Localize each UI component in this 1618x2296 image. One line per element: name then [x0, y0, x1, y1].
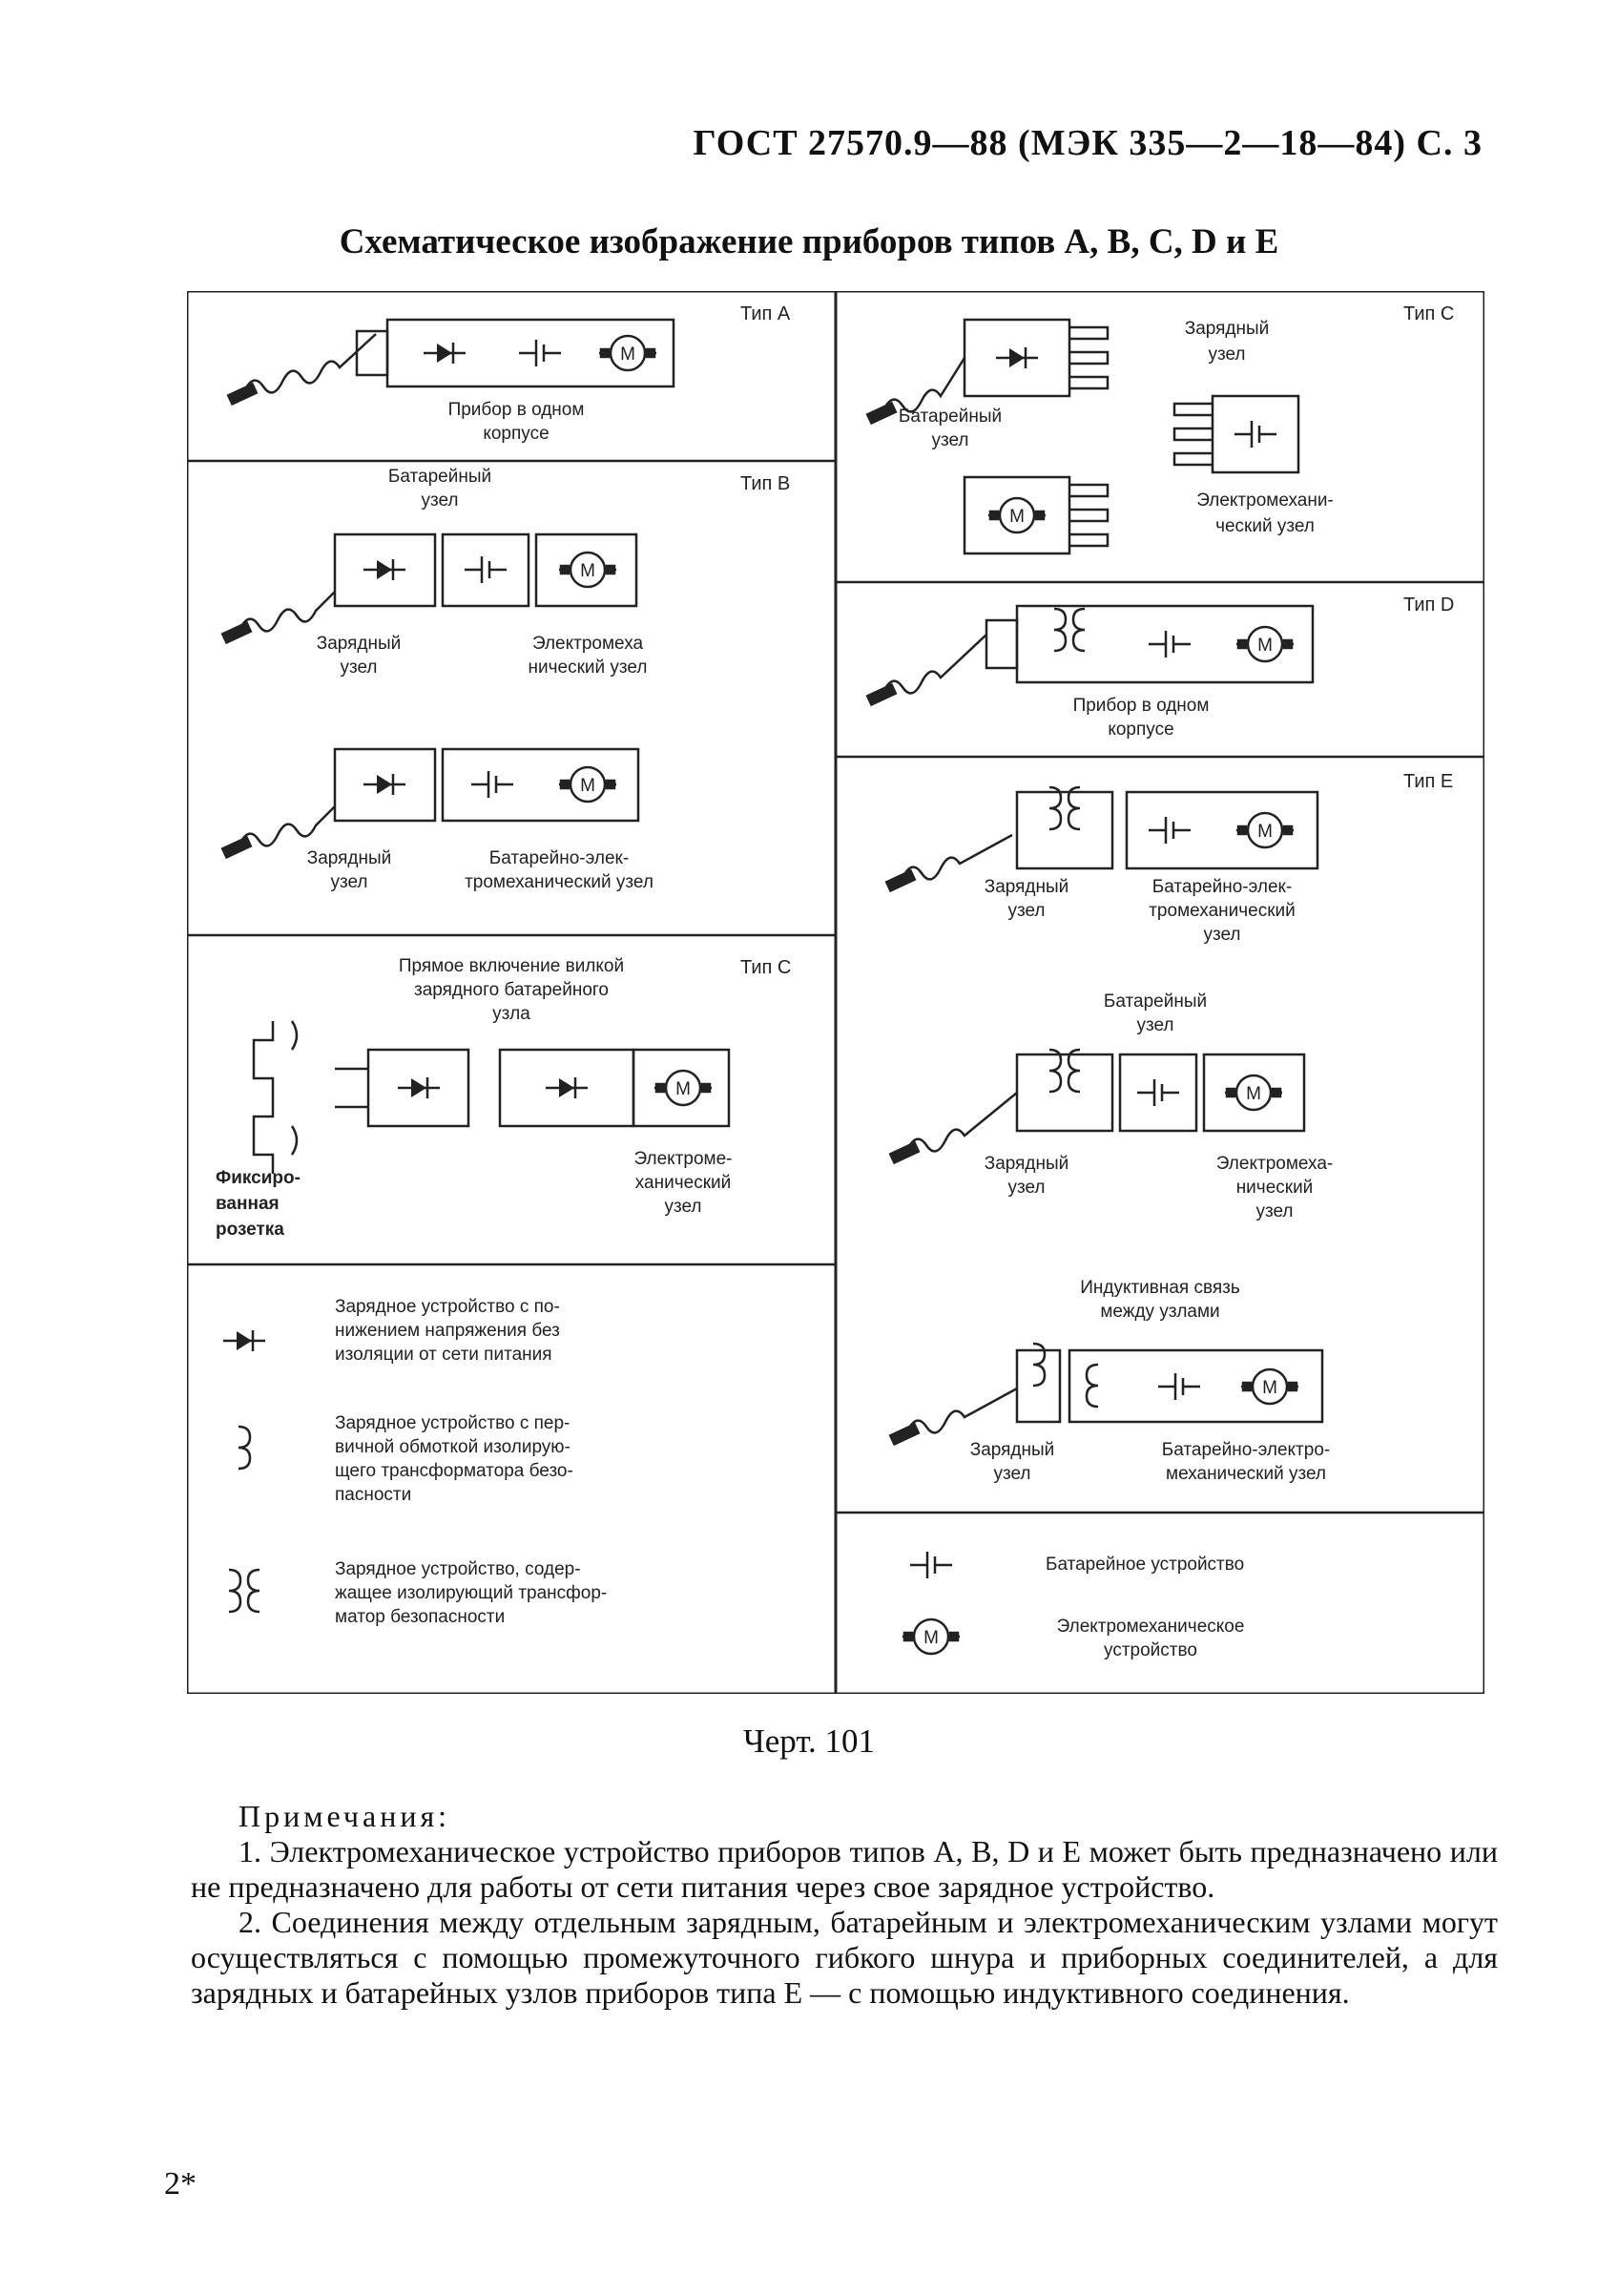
svg-text:узел: узел	[1208, 344, 1245, 365]
type-c-plug-diagram: Тип С Прямое включение вилкой зарядного …	[216, 956, 791, 1240]
svg-text:Тип А: Тип А	[740, 303, 791, 324]
svg-text:жащее изолирующий транcфор-: жащее изолирующий транcфор-	[335, 1583, 607, 1603]
figure-caption: Черт. 101	[743, 1722, 875, 1760]
svg-text:щего трансформатора безо-: щего трансформатора безо-	[335, 1461, 573, 1481]
svg-text:узел: узел	[1255, 1201, 1293, 1221]
svg-text:зарядного батарейного: зарядного батарейного	[414, 980, 609, 1000]
notes-section: Примечания: 1. Электромеханическое устро…	[191, 1799, 1498, 2011]
svg-text:Электромеханическое: Электромеханическое	[1057, 1617, 1245, 1637]
type-a-diagram: Тип А Прибор в одном корпусе М	[226, 303, 791, 444]
svg-text:Тип Е: Тип Е	[1403, 771, 1453, 792]
type-e-diagram: Тип Е Зарядный узел Батарейно-элек- тром…	[884, 771, 1453, 1484]
svg-text:узел: узел	[1007, 901, 1045, 921]
svg-text:пасности: пасности	[335, 1485, 411, 1505]
svg-text:узел: узел	[330, 872, 367, 892]
svg-text:корпусе: корпусе	[483, 424, 549, 444]
svg-text:тромеханический: тромеханический	[1149, 901, 1296, 921]
note-2: 2. Соединения между отдельным зарядным, …	[191, 1905, 1498, 2010]
svg-text:узла: узла	[492, 1004, 530, 1024]
svg-text:Зарядное устройство с пер-: Зарядное устройство с пер-	[335, 1413, 570, 1433]
svg-text:между узлами: между узлами	[1100, 1302, 1219, 1322]
svg-text:Тип D: Тип D	[1403, 595, 1454, 616]
svg-text:розетка: розетка	[216, 1220, 284, 1240]
figure-title: Схематическое изображение приборов типов…	[339, 222, 1279, 261]
svg-text:Батарейное устройство: Батарейное устройство	[1046, 1555, 1244, 1575]
svg-text:ванная: ванная	[216, 1194, 280, 1214]
svg-text:ханический: ханический	[635, 1173, 731, 1193]
motor-icon-letter: М	[923, 1628, 939, 1648]
svg-text:узел: узел	[421, 491, 458, 511]
svg-text:Фиксиро-: Фиксиро-	[216, 1168, 301, 1188]
svg-text:Батарейно-электро-: Батарейно-электро-	[1162, 1440, 1330, 1460]
svg-text:Батарейный: Батарейный	[388, 467, 491, 487]
motor-icon-letter: М	[1246, 1084, 1261, 1104]
svg-text:нижением напряжения без: нижением напряжения без	[335, 1321, 560, 1341]
svg-text:нический: нический	[1236, 1178, 1314, 1198]
svg-text:Тип С: Тип С	[740, 957, 791, 978]
svg-text:Тип В: Тип В	[740, 473, 790, 494]
svg-text:Зарядный: Зарядный	[307, 848, 392, 868]
svg-text:корпусе: корпусе	[1108, 720, 1173, 740]
svg-text:Батарейный: Батарейный	[899, 407, 1002, 427]
page-number: 2*	[164, 2166, 197, 2202]
svg-text:нический узел: нический узел	[529, 657, 648, 678]
svg-text:Батарейно-элек-: Батарейно-элек-	[489, 848, 629, 868]
svg-text:Индуктивная связь: Индуктивная связь	[1080, 1278, 1240, 1298]
notes-heading: Примечания:	[239, 1799, 451, 1833]
svg-text:Электроме-: Электроме-	[634, 1149, 733, 1169]
motor-icon-letter: М	[675, 1079, 691, 1099]
svg-text:узел: узел	[993, 1464, 1030, 1484]
legend-left: Зарядное устройство с по- нижением напря…	[221, 1297, 607, 1627]
motor-icon-letter: М	[620, 344, 635, 365]
legend-right: Батарейное устройство Электромеханическо…	[901, 1550, 1245, 1660]
document-header: ГОСТ 27570.9—88 (МЭК 335—2—18—84) С. 3	[693, 123, 1483, 163]
svg-text:узел: узел	[340, 657, 377, 678]
svg-text:Зарядный: Зарядный	[1185, 319, 1270, 339]
motor-icon-letter: М	[1257, 822, 1273, 842]
svg-text:Зарядное устройство, содер-: Зарядное устройство, содер-	[335, 1559, 581, 1579]
note-1: 1. Электромеханическое устройство прибор…	[191, 1834, 1498, 1904]
svg-text:Электромеха: Электромеха	[532, 634, 644, 654]
svg-text:Электромеха-: Электромеха-	[1216, 1154, 1333, 1174]
svg-text:Зарядный: Зарядный	[317, 634, 402, 654]
svg-text:Зарядный: Зарядный	[985, 877, 1069, 897]
svg-text:узел: узел	[1136, 1015, 1173, 1035]
svg-text:Прибор в одном: Прибор в одном	[448, 400, 585, 420]
svg-text:устройство: устройство	[1104, 1640, 1197, 1660]
svg-text:Зарядный: Зарядный	[985, 1154, 1069, 1174]
svg-text:изоляции от сети питания: изоляции от сети питания	[335, 1345, 552, 1365]
motor-icon-letter: М	[1262, 1378, 1277, 1398]
type-b-diagram: Тип В Батарейный узел Зарядный узел Элек…	[220, 467, 790, 892]
svg-text:Прибор в одном: Прибор в одном	[1073, 696, 1210, 716]
svg-text:узел: узел	[1007, 1178, 1045, 1198]
type-c-separate-diagram: Тип С Зарядный узел Батарейный узел Элек…	[865, 303, 1454, 555]
schematic-figure: Тип А Прибор в одном корпусе М Тип В Бат…	[185, 289, 1486, 1696]
motor-icon-letter: М	[580, 561, 595, 581]
svg-text:узел: узел	[1203, 925, 1240, 945]
svg-text:ческий узел: ческий узел	[1215, 516, 1315, 536]
svg-text:Зарядный: Зарядный	[970, 1440, 1055, 1460]
type-d-diagram: Тип D Прибор в одном корпусе М	[865, 595, 1454, 740]
svg-text:тромеханический узел: тромеханический узел	[465, 872, 653, 892]
motor-icon-letter: М	[580, 776, 595, 796]
svg-text:вичной обмоткой изолирую-: вичной обмоткой изолирую-	[335, 1437, 570, 1457]
svg-text:Батарейно-элек-: Батарейно-элек-	[1152, 877, 1292, 897]
svg-text:узел: узел	[931, 430, 968, 450]
svg-text:узел: узел	[664, 1197, 701, 1217]
motor-icon-letter: М	[1009, 507, 1025, 527]
svg-text:Тип С: Тип С	[1403, 303, 1454, 324]
svg-text:Зарядное устройство с по-: Зарядное устройство с по-	[335, 1297, 560, 1317]
svg-text:механический узел: механический узел	[1166, 1464, 1326, 1484]
svg-text:Электромехани-: Электромехани-	[1196, 491, 1334, 511]
svg-text:Батарейный: Батарейный	[1104, 991, 1207, 1012]
svg-text:матор безопасности: матор безопасности	[335, 1607, 505, 1627]
motor-icon-letter: М	[1257, 636, 1273, 656]
svg-text:Прямое включение вилкой: Прямое включение вилкой	[399, 956, 624, 976]
